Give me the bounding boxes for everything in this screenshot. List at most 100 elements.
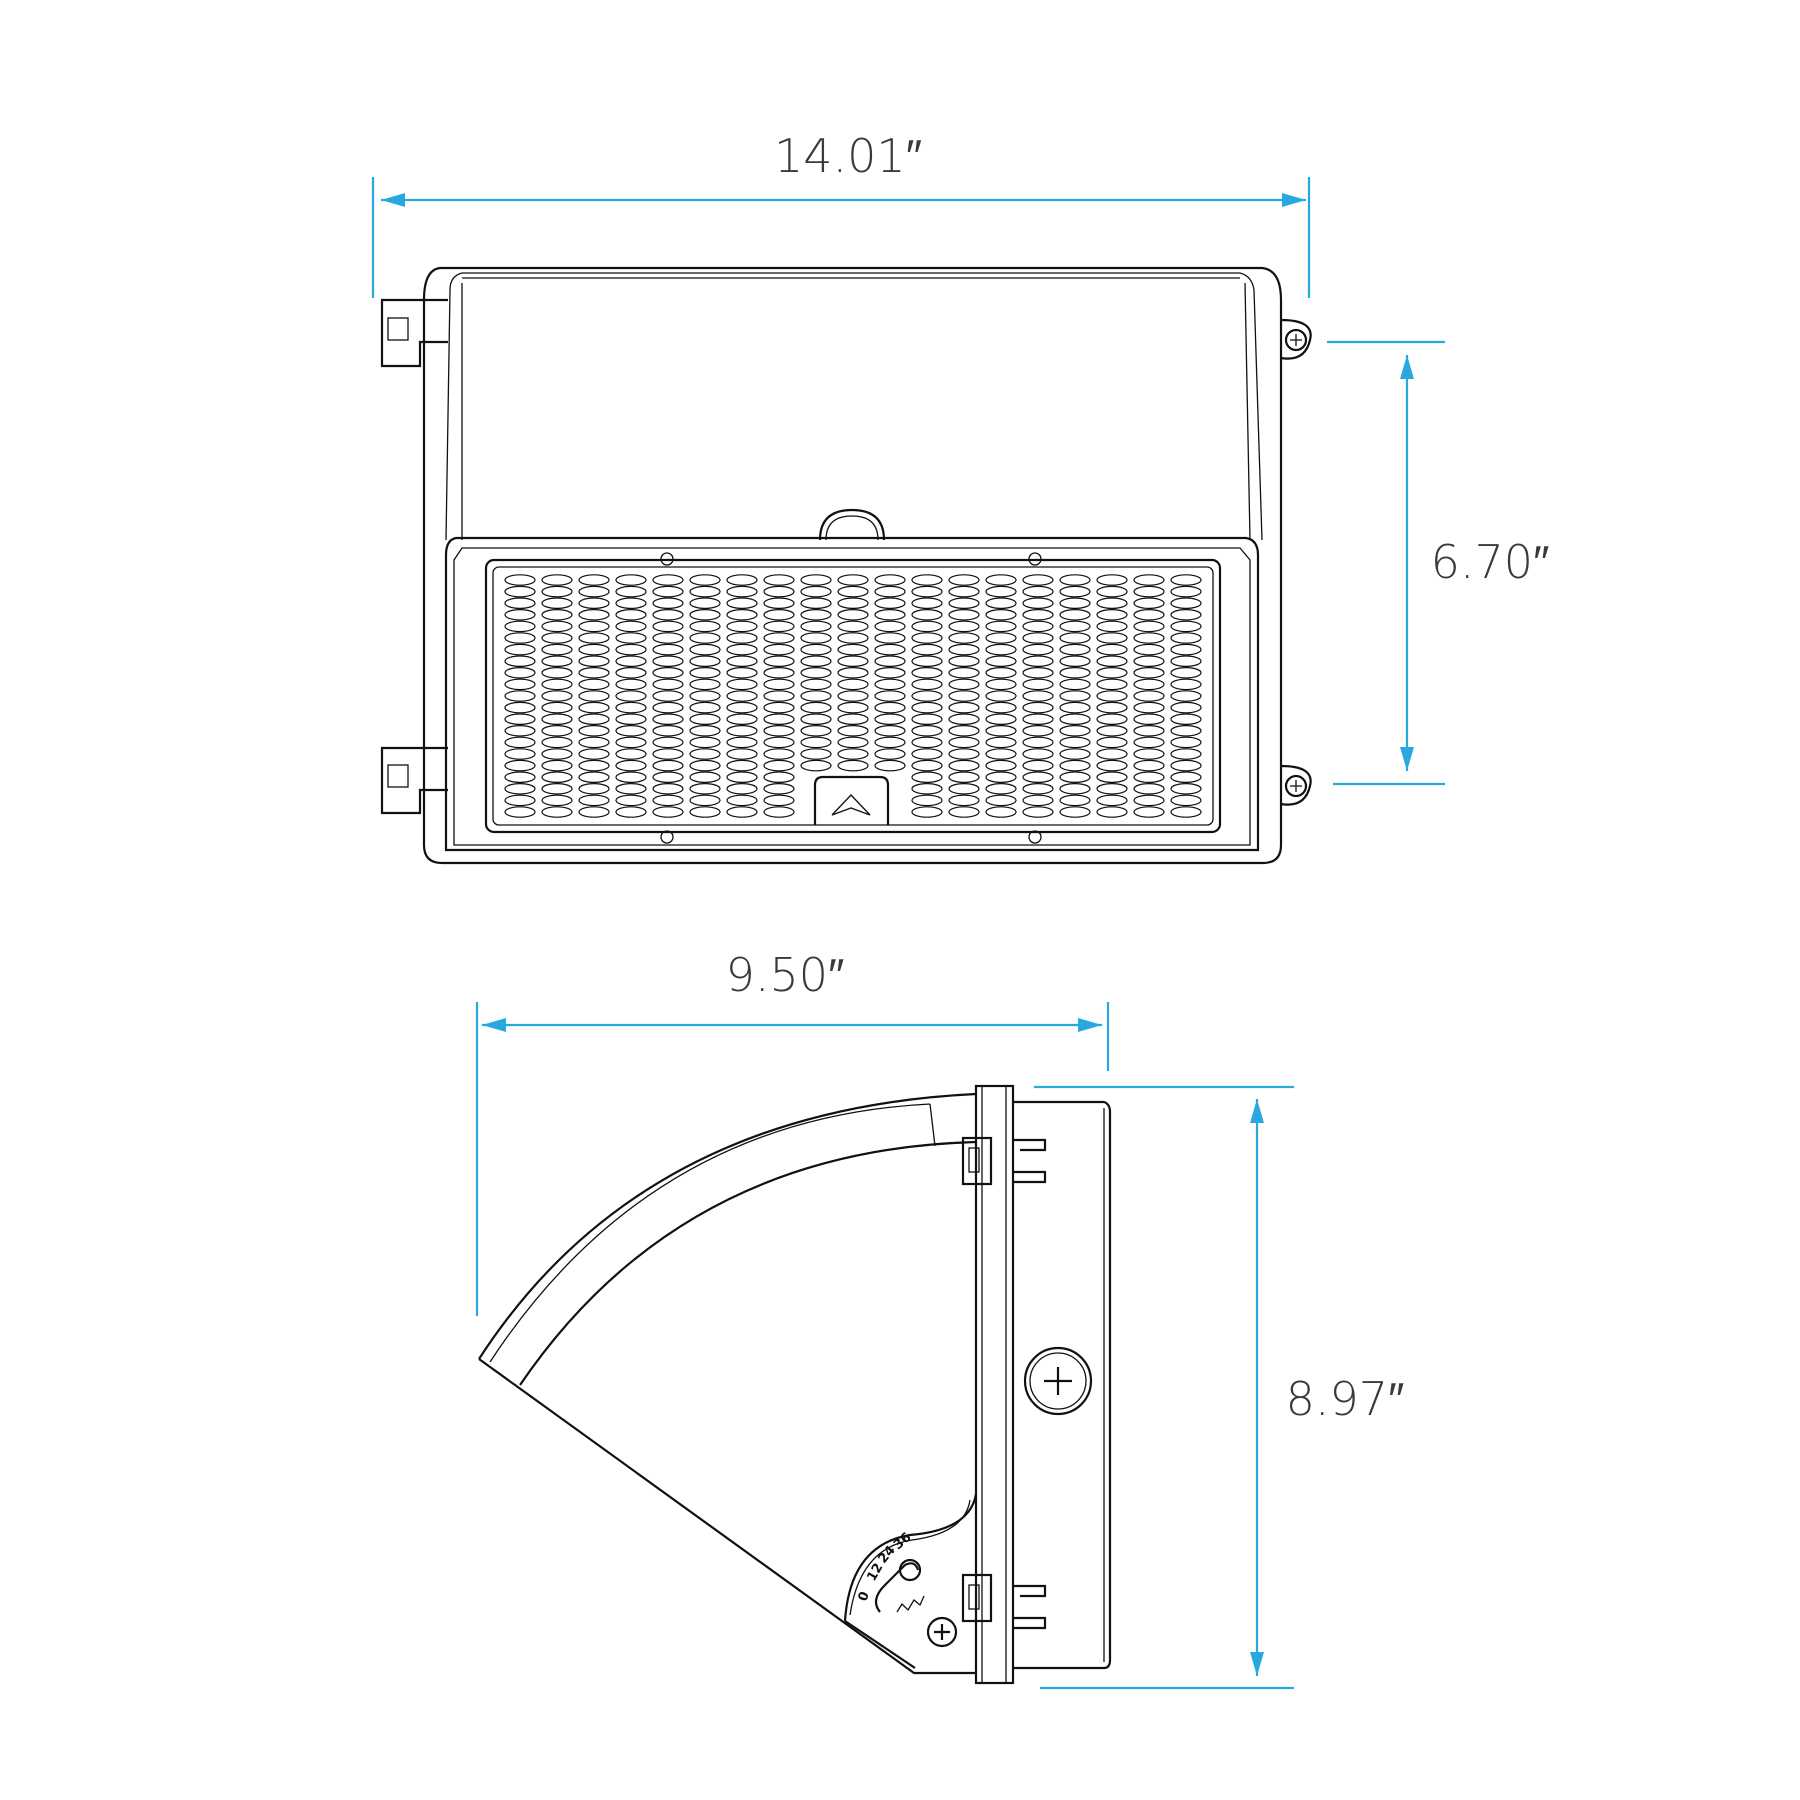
led-optic xyxy=(1059,771,1091,783)
led-optic xyxy=(837,643,869,656)
led-optic xyxy=(911,736,943,749)
led-optic xyxy=(578,748,610,760)
led-optic xyxy=(874,759,906,772)
led-optic xyxy=(615,574,647,586)
led-optic xyxy=(1096,736,1128,749)
led-optic xyxy=(985,759,1017,772)
led-optic xyxy=(763,713,795,725)
led-optic xyxy=(652,597,684,609)
front-height-dimension: 6.70″ xyxy=(1327,340,1550,786)
led-optic xyxy=(948,632,980,644)
led-optic xyxy=(541,620,573,633)
led-optic xyxy=(504,620,536,633)
led-optic xyxy=(948,701,980,714)
led-optic xyxy=(689,655,721,667)
led-optic xyxy=(985,643,1017,656)
led-optic xyxy=(763,771,795,783)
led-optic xyxy=(652,806,684,818)
led-optic xyxy=(652,736,684,749)
led-optic xyxy=(541,643,573,656)
led-optic xyxy=(948,655,980,667)
led-optic xyxy=(1133,574,1165,586)
led-optic xyxy=(1096,759,1128,772)
led-optic xyxy=(689,574,721,586)
led-optic xyxy=(541,748,573,760)
led-optic xyxy=(837,748,869,760)
led-optic xyxy=(1170,724,1202,737)
led-optic xyxy=(948,724,980,737)
front-view xyxy=(380,266,1312,865)
led-optic xyxy=(911,771,943,783)
led-optic xyxy=(504,666,536,679)
side-height-label: 8.97″ xyxy=(1286,1372,1405,1426)
led-optic xyxy=(689,782,721,795)
led-optic xyxy=(504,597,536,609)
led-optic xyxy=(1059,643,1091,656)
led-optic xyxy=(763,794,795,807)
led-optic xyxy=(1096,574,1128,586)
led-optic xyxy=(948,690,980,702)
led-optic xyxy=(1059,632,1091,644)
side-clips xyxy=(961,1136,1047,1630)
led-optic xyxy=(800,678,832,691)
led-optic xyxy=(652,643,684,656)
led-optic xyxy=(1170,690,1202,702)
led-optic xyxy=(948,620,980,633)
led-optic xyxy=(985,678,1017,691)
led-optic xyxy=(541,655,573,667)
width-label: 14.01″ xyxy=(774,129,922,183)
led-optic xyxy=(1133,806,1165,818)
front-height-label: 6.70″ xyxy=(1431,535,1550,589)
led-optic xyxy=(541,759,573,772)
led-optic xyxy=(1170,620,1202,633)
led-optic xyxy=(874,632,906,644)
led-optic xyxy=(615,713,647,725)
led-optic xyxy=(578,690,610,702)
led-optic xyxy=(911,574,943,586)
svg-text:0: 0 xyxy=(856,1590,873,1604)
led-optic xyxy=(689,724,721,737)
led-optic xyxy=(1059,666,1091,679)
led-optic xyxy=(1170,632,1202,644)
led-optic xyxy=(1022,748,1054,760)
led-optic xyxy=(652,759,684,772)
led-optic xyxy=(1022,666,1054,679)
led-optic xyxy=(1096,620,1128,633)
led-optic xyxy=(1170,759,1202,772)
led-optic xyxy=(911,806,943,818)
led-optic xyxy=(652,771,684,783)
led-optic xyxy=(948,678,980,691)
led-optic xyxy=(615,585,647,598)
led-optic xyxy=(800,666,832,679)
led-optic xyxy=(726,666,758,679)
led-optic xyxy=(504,806,536,818)
led-lens-grid xyxy=(504,574,1202,818)
led-optic xyxy=(911,690,943,702)
led-optic xyxy=(504,632,536,644)
led-optic xyxy=(1096,713,1128,725)
led-optic xyxy=(1170,736,1202,749)
led-optic xyxy=(837,690,869,702)
led-optic xyxy=(911,724,943,737)
led-optic xyxy=(985,794,1017,807)
led-optic xyxy=(1096,632,1128,644)
right-mounting-ears xyxy=(1280,318,1312,806)
led-optic xyxy=(541,794,573,807)
led-optic xyxy=(1059,585,1091,598)
led-optic xyxy=(1170,597,1202,609)
led-optic xyxy=(1096,678,1128,691)
led-optic xyxy=(874,724,906,737)
led-optic xyxy=(1059,794,1091,807)
led-optic xyxy=(948,585,980,598)
led-optic xyxy=(985,655,1017,667)
led-optic xyxy=(1059,655,1091,667)
led-optic xyxy=(726,713,758,725)
led-optic xyxy=(837,736,869,749)
led-optic xyxy=(985,736,1017,749)
led-optic xyxy=(1022,678,1054,691)
led-optic xyxy=(689,771,721,783)
led-optic xyxy=(652,678,684,691)
led-optic xyxy=(504,782,536,795)
led-optic xyxy=(1133,701,1165,714)
led-optic xyxy=(1059,701,1091,714)
